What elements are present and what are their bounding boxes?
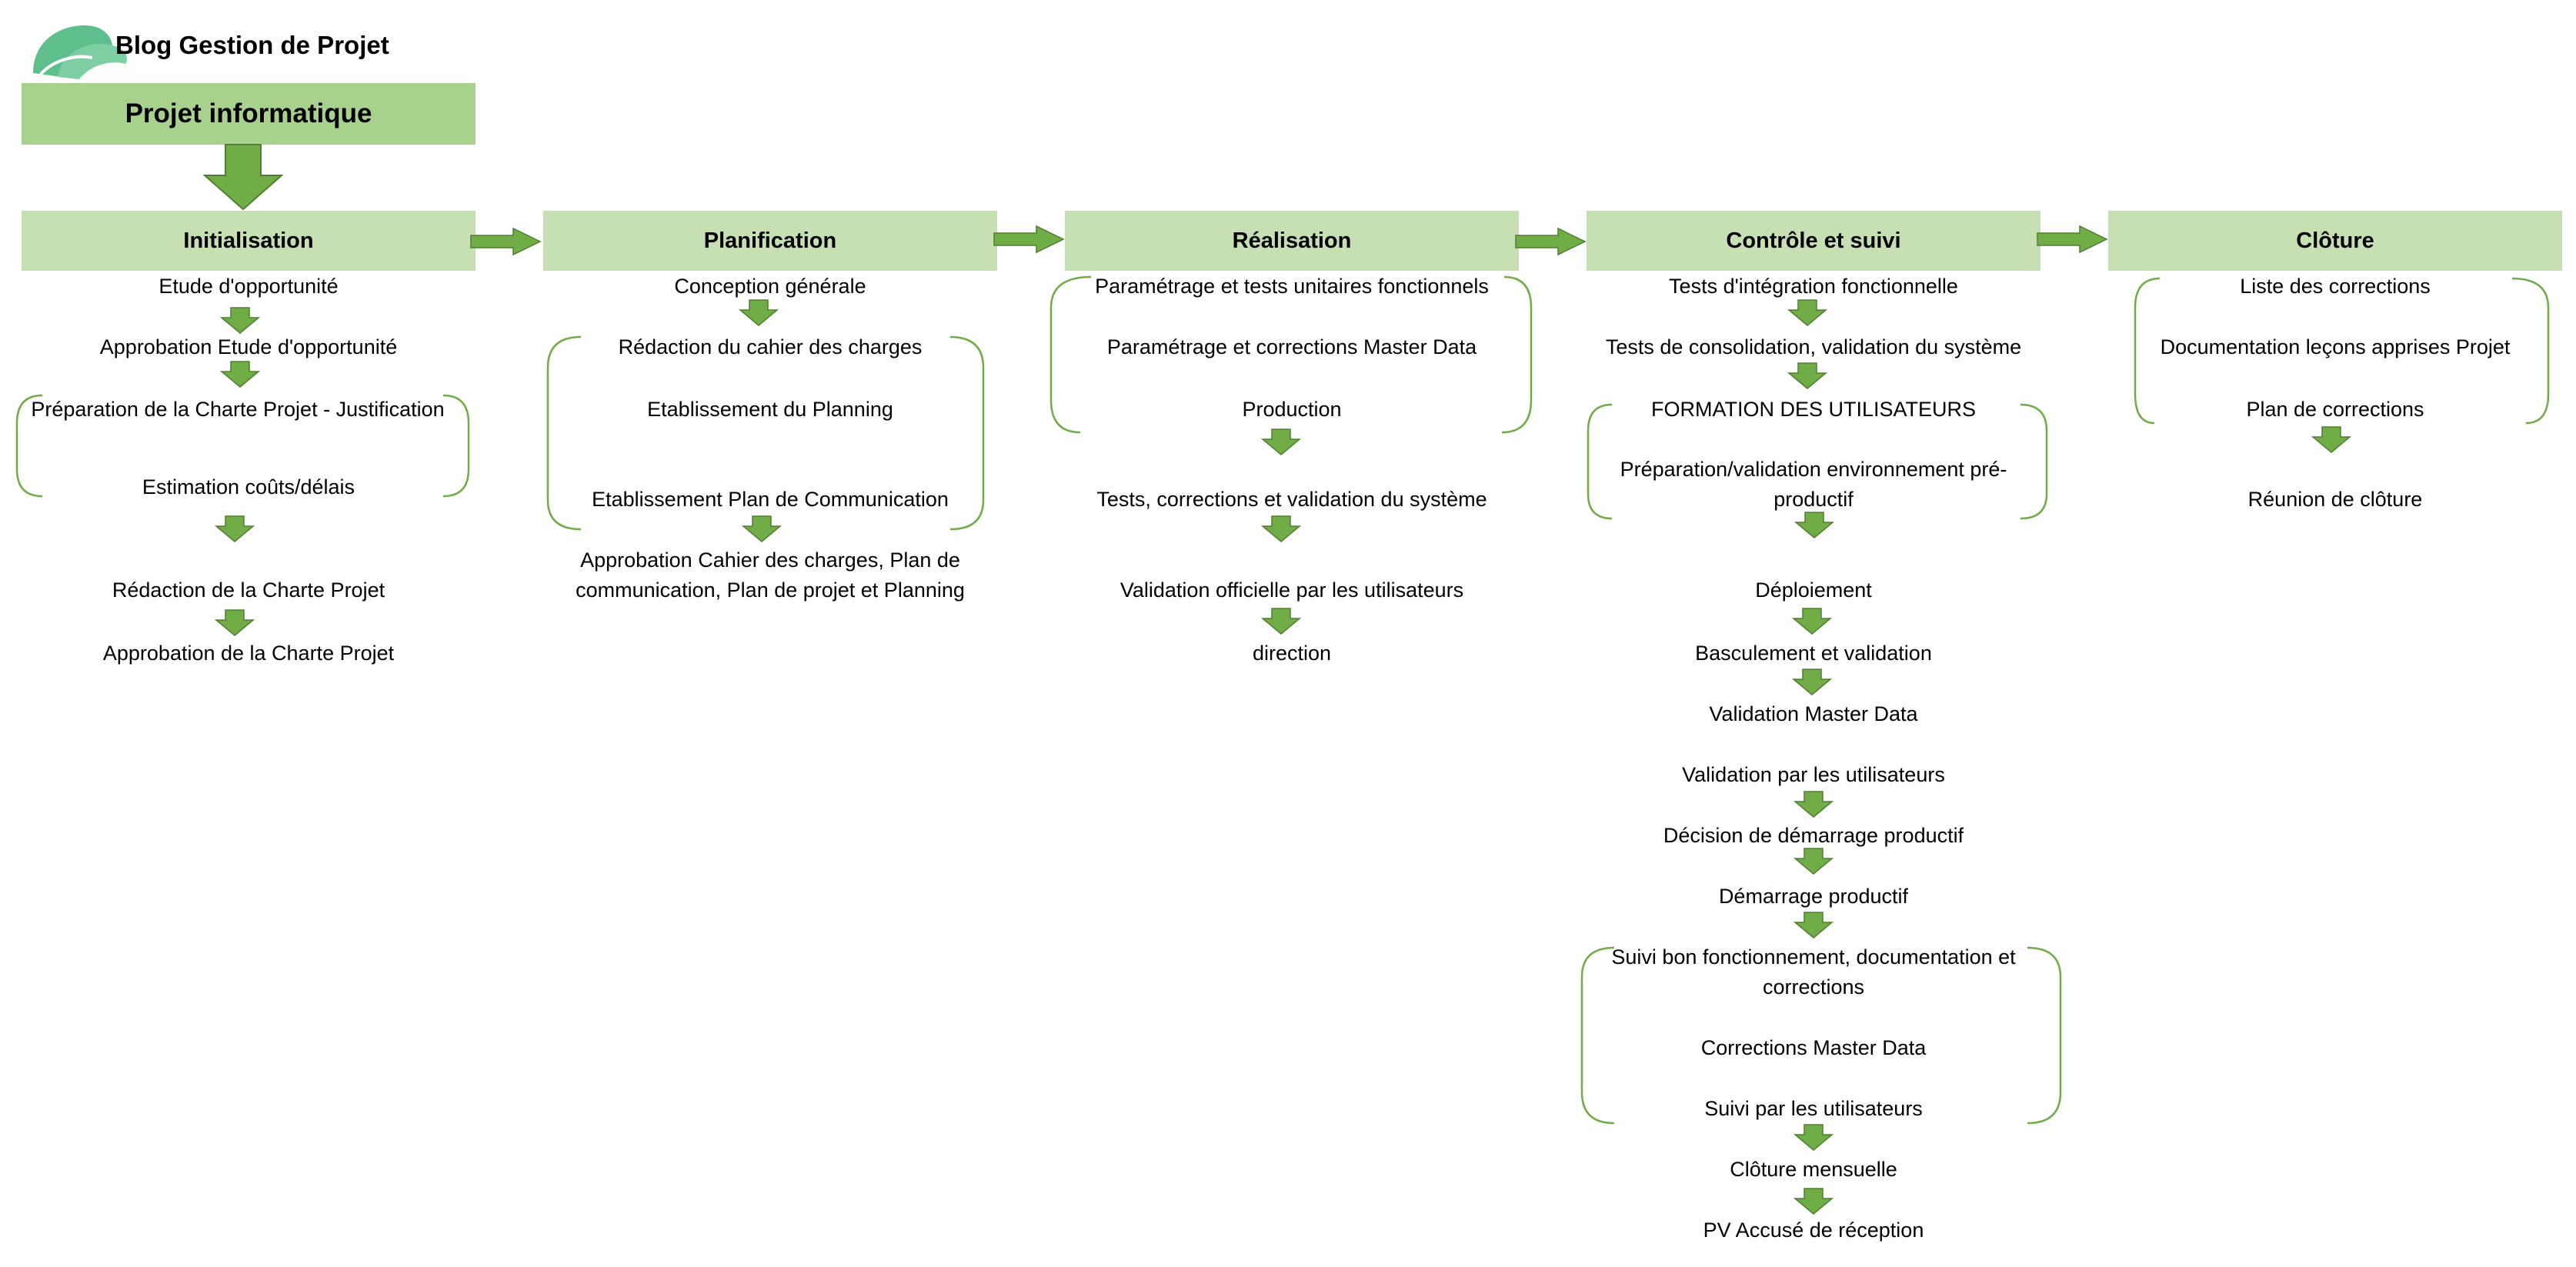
- down-arrow-icon: [739, 299, 778, 326]
- step-item: Suivi bon fonctionnement, documentation …: [1611, 945, 2016, 999]
- step-item: Suivi par les utilisateurs: [1704, 1097, 1923, 1120]
- group-brace: [15, 394, 43, 498]
- down-arrow-icon: [215, 609, 254, 636]
- step-item: FORMATION DES UTILISATEURS: [1650, 398, 1977, 421]
- down-arrow-icon: [1794, 1124, 1833, 1151]
- down-arrow-icon: [1794, 1188, 1833, 1215]
- step-item: Tests de consolidation, validation du sy…: [1605, 335, 2022, 358]
- down-arrow-icon: [1788, 362, 1827, 389]
- step-item: Etude d'opportunité: [158, 275, 339, 298]
- group-brace: [2134, 277, 2161, 425]
- brand-name: Blog Gestion de Projet: [115, 31, 389, 59]
- step-item: Tests d'intégration fonctionnelle: [1669, 275, 1958, 298]
- step-item: Production: [1242, 398, 1342, 421]
- project-title-box: Projet informatique: [22, 83, 475, 145]
- phase-header-planification: Planification: [543, 211, 997, 271]
- right-arrow-icon: [470, 228, 541, 255]
- step-item: Déploiement: [1755, 578, 1872, 602]
- down-arrow-icon: [1795, 512, 1834, 538]
- down-arrow-icon: [221, 307, 259, 334]
- step-item: Rédaction de la Charte Projet: [112, 578, 385, 602]
- step-item: Préparation de la Charte Projet - Justif…: [31, 398, 445, 421]
- group-brace: [1580, 946, 1615, 1125]
- down-arrow-icon: [1794, 848, 1833, 875]
- down-arrow-icon: [1262, 515, 1300, 542]
- step-item: Paramétrage et corrections Master Data: [1106, 335, 1477, 358]
- down-arrow-icon: [742, 515, 781, 542]
- step-item: Réunion de clôture: [2247, 488, 2423, 511]
- step-item: Approbation de la Charte Projet: [102, 642, 395, 665]
- step-item: Décision de démarrage productif: [1663, 824, 1964, 847]
- leaf-logo-icon: [33, 25, 128, 79]
- right-arrow-icon: [993, 225, 1064, 253]
- step-item: Conception générale: [674, 275, 866, 298]
- step-item: Documentation leçons apprises Projet: [2160, 335, 2511, 358]
- group-brace: [1587, 403, 1613, 520]
- phase-header-realisation: Réalisation: [1065, 211, 1519, 271]
- group-brace: [2027, 946, 2062, 1125]
- down-arrow-icon: [221, 361, 259, 388]
- phase-header-controle: Contrôle et suivi: [1587, 211, 2040, 271]
- phase-header-cloture: Clôture: [2108, 211, 2562, 271]
- step-item: Etablissement du Planning: [647, 398, 893, 421]
- step-item: Approbation Cahier des charges, Plan de …: [576, 548, 965, 602]
- step-item: Corrections Master Data: [1700, 1036, 1927, 1059]
- down-arrow-icon: [1793, 608, 1831, 635]
- step-item: Approbation Etude d'opportunité: [99, 335, 398, 358]
- step-item: Liste des corrections: [2240, 275, 2431, 298]
- group-brace: [442, 394, 470, 498]
- down-arrow-icon: [1262, 428, 1300, 455]
- step-item: Validation officielle par les utilisateu…: [1119, 578, 1464, 602]
- down-arrow-icon: [1794, 791, 1833, 818]
- group-brace: [2511, 277, 2550, 425]
- step-item: Paramétrage et tests unitaires fonctionn…: [1095, 275, 1489, 298]
- group-brace: [546, 335, 582, 531]
- group-brace: [1501, 275, 1533, 434]
- step-item: Démarrage productif: [1718, 885, 1909, 908]
- step-item: Estimation coûts/délais: [142, 475, 355, 498]
- down-arrow-icon: [1794, 912, 1833, 939]
- phase-header-initialisation: Initialisation: [22, 211, 475, 271]
- down-arrow-icon: [215, 515, 254, 542]
- step-item: Plan de corrections: [2246, 398, 2424, 421]
- step-item: Etablissement Plan de Communication: [592, 488, 949, 511]
- group-brace: [1049, 275, 1092, 434]
- down-arrow-icon: [1793, 669, 1831, 695]
- group-brace: [2020, 403, 2048, 520]
- group-brace: [949, 335, 985, 531]
- step-item: direction: [1252, 642, 1332, 665]
- step-item: Validation Master Data: [1709, 702, 1918, 725]
- step-item: Préparation/validation environnement pré…: [1620, 458, 2007, 511]
- down-arrow-icon: [1788, 299, 1827, 326]
- down-arrow-icon: [1262, 608, 1300, 635]
- down-arrow-icon: [2312, 426, 2351, 453]
- step-item: Validation par les utilisateurs: [1682, 763, 1945, 786]
- step-item: PV Accusé de réception: [1703, 1219, 1924, 1242]
- right-arrow-icon: [2037, 225, 2107, 253]
- step-item: Tests, corrections et validation du syst…: [1096, 488, 1487, 511]
- big-down-arrow-icon: [202, 144, 284, 211]
- step-item: Clôture mensuelle: [1730, 1158, 1897, 1181]
- step-item: Rédaction du cahier des charges: [618, 335, 923, 358]
- right-arrow-icon: [1515, 228, 1586, 255]
- step-item: Basculement et validation: [1695, 642, 1932, 665]
